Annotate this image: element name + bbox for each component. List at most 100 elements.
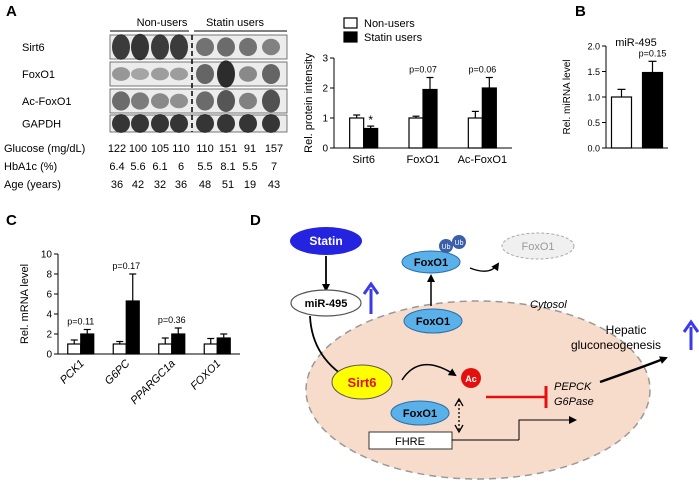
bar	[408, 117, 424, 149]
clinical-value: 7	[271, 161, 277, 173]
blot-band	[262, 38, 280, 56]
blot-band	[131, 33, 149, 61]
node-foxo1-top-label: FoxO1	[414, 257, 448, 269]
blot-band	[151, 67, 169, 81]
legend-label: Statin users	[364, 32, 423, 44]
blot-band	[131, 92, 149, 110]
arrow-to-degradation	[469, 262, 500, 272]
y-tick-label: 2	[322, 84, 328, 95]
node-statin-label: Statin	[309, 234, 342, 248]
ub-1-label: Ub	[442, 244, 451, 251]
panel-b-label: B	[575, 3, 586, 20]
legend-swatch	[343, 17, 358, 29]
bar	[112, 343, 127, 355]
y-tick-label: 6	[46, 290, 52, 301]
node-foxo1-degraded	[501, 232, 575, 260]
blot-band	[196, 37, 214, 57]
blot-band	[112, 67, 130, 81]
y-tick-label: 1.0	[587, 93, 600, 103]
node-statin	[290, 227, 362, 255]
x-tick-label: PCK1	[58, 358, 87, 387]
node-foxo1-bottom	[390, 400, 450, 426]
ub-2	[452, 235, 466, 249]
blot-band	[196, 91, 214, 111]
x-tick-label: PPARGC1a	[128, 358, 177, 407]
bar	[641, 71, 664, 149]
clinical-value: 36	[175, 179, 187, 191]
panel-d-label: D	[250, 212, 261, 229]
up-arrow-outcome-head	[682, 319, 699, 333]
clinical-value: 110	[196, 143, 214, 155]
clinical-row-label: HbA1c (%)	[4, 161, 57, 173]
node-foxo1-mid-label: FoxO1	[416, 316, 450, 328]
bar	[158, 343, 173, 355]
blot-band	[112, 34, 130, 60]
annotation: p=0.07	[409, 65, 437, 75]
clinical-value: 157	[265, 143, 283, 155]
y-axis-label: Rel. miRNA level	[562, 59, 573, 134]
bar	[610, 96, 633, 149]
annotation: p=0.06	[468, 65, 496, 75]
clinical-value: 6.1	[152, 161, 167, 173]
up-arrow-mir495-head	[362, 281, 380, 295]
clinical-value: 8.1	[220, 161, 235, 173]
bar	[422, 88, 438, 149]
clinical-value: 5.5	[197, 161, 212, 173]
clinical-row-label: Age (years)	[4, 179, 61, 191]
blot-band	[217, 114, 235, 133]
ub-2-label: Ub	[455, 240, 464, 247]
blot-band	[151, 93, 169, 109]
y-tick-label: 3	[322, 54, 328, 65]
blot-band	[262, 114, 280, 133]
blot-group-nonusers: Non-users	[137, 17, 188, 29]
node-ac-label: Ac	[465, 374, 477, 384]
blot-band	[239, 114, 257, 133]
clinical-value: 43	[268, 179, 280, 191]
clinical-value: 105	[151, 143, 169, 155]
annotation: p=0.11	[67, 317, 94, 327]
blot-band	[217, 60, 235, 88]
bar	[203, 343, 218, 355]
clinical-value: 100	[129, 143, 147, 155]
x-tick-label: Ac-FoxO1	[458, 154, 508, 166]
transcription-arrow	[518, 416, 577, 440]
y-tick-label: 2	[46, 330, 52, 341]
bar	[216, 337, 231, 355]
blot-band	[131, 114, 149, 133]
clinical-value: 5.6	[130, 161, 145, 173]
clinical-value: 5.5	[242, 161, 257, 173]
node-foxo1-top	[401, 250, 461, 274]
node-sirt6-label: Sirt6	[348, 375, 377, 390]
blot-row-label: FoxO1	[22, 69, 55, 81]
binding-arrow-down	[454, 424, 464, 434]
blot-band	[217, 37, 235, 57]
y-tick-label: 0.5	[587, 118, 600, 128]
panel-c-label: C	[6, 212, 17, 229]
node-foxo1-mid	[403, 308, 463, 334]
node-sirt6	[331, 364, 393, 400]
blot-band	[217, 90, 235, 112]
annotation: p=0.15	[639, 48, 667, 58]
y-axis-label: Rel. mRNA level	[19, 264, 31, 344]
clinical-value: 32	[154, 179, 166, 191]
node-foxo1-bottom-label: FoxO1	[403, 408, 437, 420]
blot-row-label: Ac-FoxO1	[22, 96, 72, 108]
chart-title: miR-495	[615, 37, 657, 49]
y-tick-label: 2.0	[587, 42, 600, 52]
annotation: p=0.36	[158, 315, 186, 325]
blot-band	[151, 114, 169, 133]
blot-band	[170, 67, 188, 81]
panel-a-label: A	[6, 3, 17, 20]
node-foxo1-degraded-label: FoxO1	[521, 241, 554, 253]
y-tick-label: 1.5	[587, 67, 600, 77]
bar	[125, 300, 140, 355]
ub-1	[439, 239, 453, 253]
clinical-row-label: Glucose (mg/dL)	[4, 143, 85, 155]
y-axis-label: Rel. protein intensity	[303, 53, 315, 153]
clinical-value: 122	[108, 143, 126, 155]
blot-band	[239, 66, 257, 82]
bar	[67, 343, 82, 355]
blot-band	[262, 89, 280, 113]
y-tick-label: 0	[322, 144, 328, 155]
x-tick-label: FOXO1	[189, 358, 224, 393]
